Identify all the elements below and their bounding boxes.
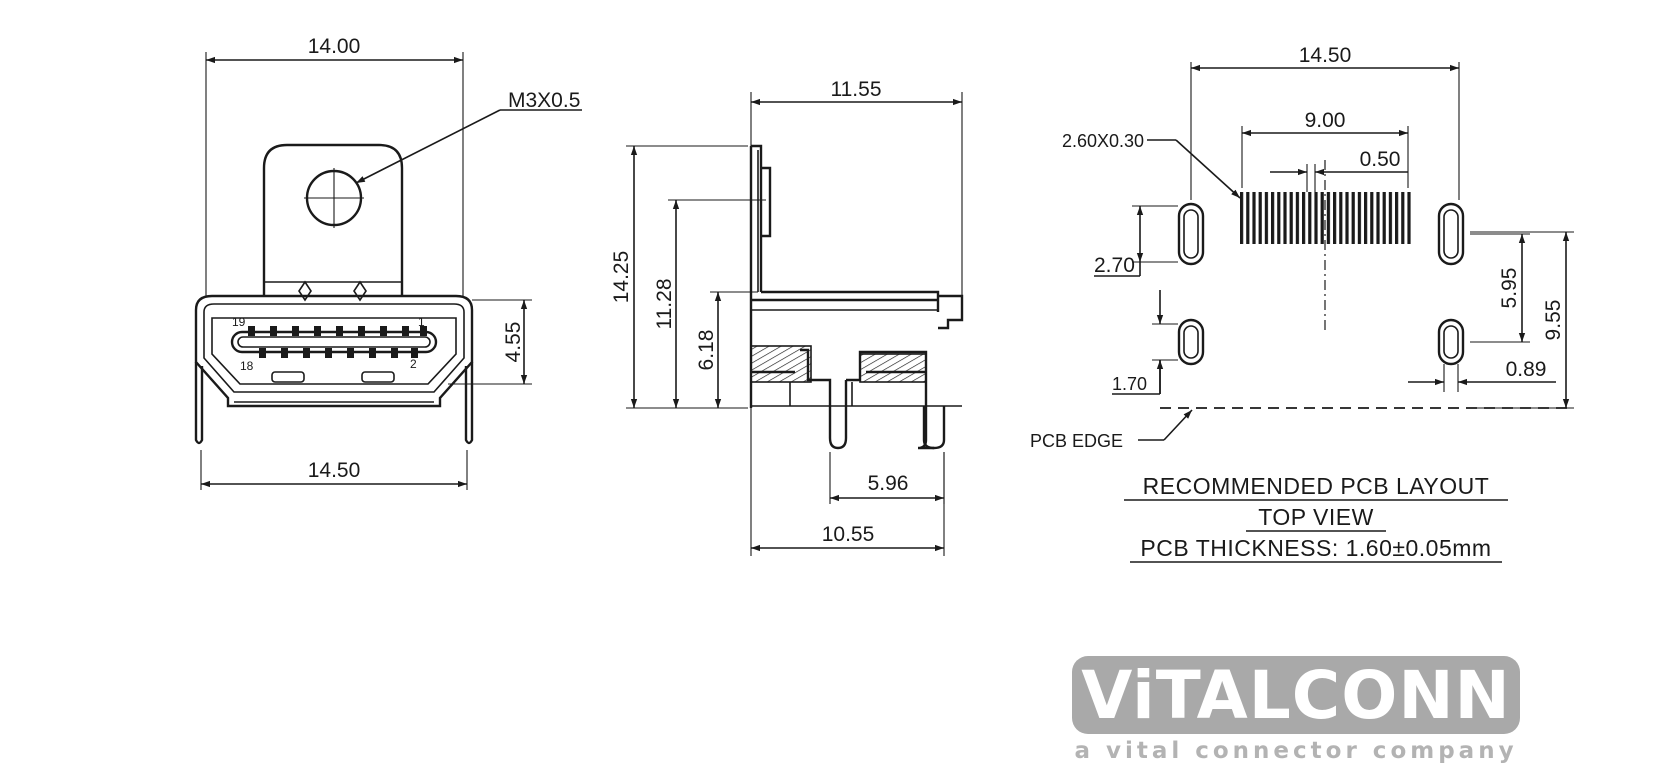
pcb-pad-array <box>1239 192 1411 244</box>
side-base-depth-dimension: 10.55 <box>750 408 945 556</box>
thread-callout: M3X0.5 <box>355 89 582 184</box>
pcb-pad-span-label: 9.00 <box>1305 109 1346 132</box>
note-view: TOP VIEW <box>1258 504 1374 530</box>
side-base-depth-label: 10.55 <box>822 523 875 546</box>
side-body-height-label: 6.18 <box>695 330 718 371</box>
pcb-slot-spacing-dimension: 5.95 <box>1470 233 1530 343</box>
side-overall-height-label: 14.25 <box>610 251 633 304</box>
pin-label-1: 1 <box>418 315 425 329</box>
connector-shell: 19 1 18 2 <box>194 294 474 445</box>
side-body <box>750 345 962 450</box>
pcb-pad-span-dimension: 9.00 <box>1241 109 1409 188</box>
front-height-dimension: 4.55 <box>448 299 532 385</box>
front-height-label: 4.55 <box>502 322 525 363</box>
side-depth-label: 11.55 <box>831 78 882 101</box>
pcb-slot-short-label: 1.70 <box>1112 374 1147 394</box>
side-leg-pitch-dimension: 5.96 <box>829 452 945 504</box>
pcb-layout-view: 14.50 9.00 0.50 2.60X0.30 <box>1030 44 1574 563</box>
pcb-overall-width-dimension: 14.50 <box>1190 44 1460 200</box>
side-overall-height-dimension: 14.25 <box>610 145 748 409</box>
pcb-pad-size-callout: 2.60X0.30 <box>1062 131 1241 199</box>
pcb-slot-long-label: 2.70 <box>1094 254 1135 277</box>
pin-label-19: 19 <box>232 315 246 329</box>
front-bottom-width-dimension: 14.50 <box>200 450 468 490</box>
pcb-edge-label: PCB EDGE <box>1030 431 1123 451</box>
note-title: RECOMMENDED PCB LAYOUT <box>1143 473 1490 499</box>
pin-label-2: 2 <box>410 357 417 371</box>
pcb-edge-distance-label: 9.55 <box>1542 300 1565 341</box>
logo-wordmark: ViTALCONN <box>1081 657 1511 734</box>
front-view: 14.00 M3X0.5 <box>194 35 582 490</box>
top-pin-row <box>248 326 427 336</box>
side-body-height-dimension: 6.18 <box>695 291 758 408</box>
pcb-slot-long-dimension: 2.70 <box>1094 205 1178 277</box>
front-top-width-label: 14.00 <box>308 35 361 58</box>
side-depth-dimension: 11.55 <box>750 78 963 300</box>
pcb-slot-width-dimension: 0.89 <box>1408 358 1556 392</box>
pcb-slots <box>1177 202 1465 366</box>
note-thickness: PCB THICKNESS: 1.60±0.05mm <box>1140 535 1491 561</box>
bottom-pin-row <box>259 348 418 358</box>
pcb-pad-pitch-dimension: 0.50 <box>1270 148 1408 192</box>
front-top-width-dimension: 14.00 <box>205 35 464 296</box>
pcb-overall-width-label: 14.50 <box>1299 44 1352 67</box>
pcb-slot-spacing-label: 5.95 <box>1498 268 1521 309</box>
pcb-slot-short-dimension: 1.70 <box>1112 290 1178 395</box>
side-bracket-height-dimension: 11.28 <box>653 199 766 408</box>
front-bottom-width-label: 14.50 <box>308 459 361 482</box>
pcb-pad-size-label: 2.60X0.30 <box>1062 131 1144 151</box>
pin-label-18: 18 <box>240 359 254 373</box>
side-leg-pitch-label: 5.96 <box>868 472 909 495</box>
logo-tagline: a vital connector company <box>1074 738 1517 764</box>
vitalconn-logo: ViTALCONN a vital connector company <box>1072 656 1520 764</box>
mounting-tab <box>262 143 404 302</box>
pcb-notes: RECOMMENDED PCB LAYOUT TOP VIEW PCB THIC… <box>1124 473 1508 563</box>
thread-label: M3X0.5 <box>508 89 580 112</box>
pcb-pad-pitch-label: 0.50 <box>1360 148 1401 171</box>
side-view: 11.55 <box>610 78 964 556</box>
pcb-slot-width-label: 0.89 <box>1506 358 1547 381</box>
side-bracket-height-label: 11.28 <box>653 279 676 330</box>
pcb-edge: PCB EDGE <box>1030 407 1574 451</box>
